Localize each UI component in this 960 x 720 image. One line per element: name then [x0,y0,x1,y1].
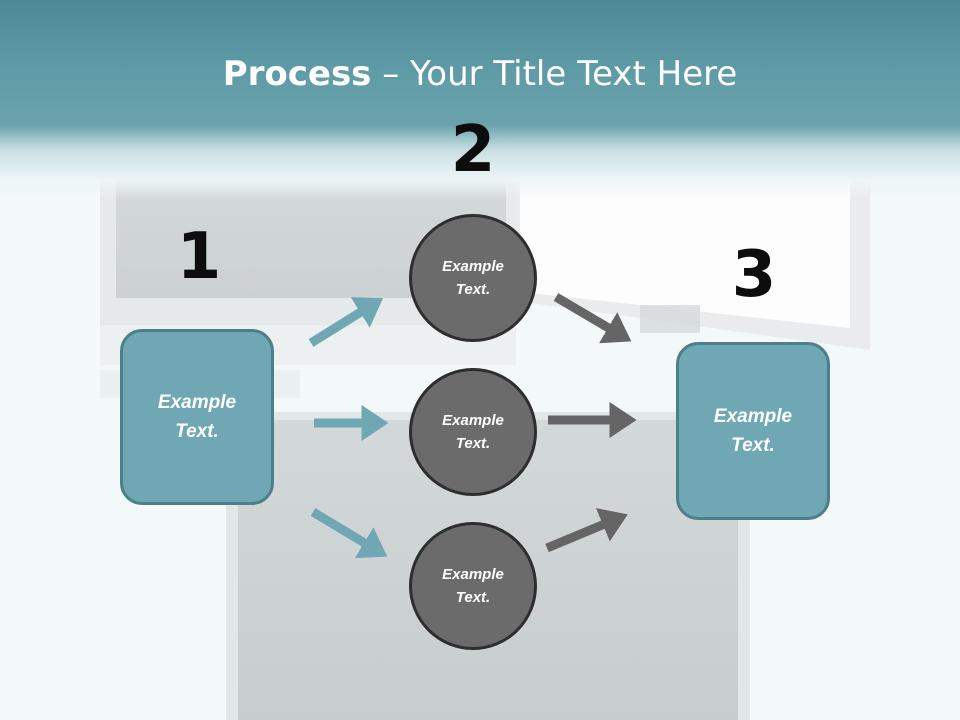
title-bold: Process [222,54,372,94]
circle-bottom-text: Example Text. [442,566,504,606]
right-text-box: Example Text. [676,342,830,520]
step-number-2: 2 [450,113,496,187]
circle-middle-text: Example Text. [442,412,504,452]
circle-bottom: Example Text. [409,522,537,650]
step-number-3: 3 [731,238,777,312]
circle-top: Example Text. [409,214,537,342]
circle-top-text: Example Text. [442,258,504,298]
right-box-text: Example Text. [713,406,793,456]
slide-title: Process – Your Title Text Here [0,52,960,96]
step-number-1: 1 [176,220,222,294]
left-text-box: Example Text. [120,329,274,505]
left-box-text: Example Text. [157,392,237,442]
header-band [0,0,960,200]
circle-middle: Example Text. [409,368,537,496]
title-rest: – Your Title Text Here [371,54,738,94]
